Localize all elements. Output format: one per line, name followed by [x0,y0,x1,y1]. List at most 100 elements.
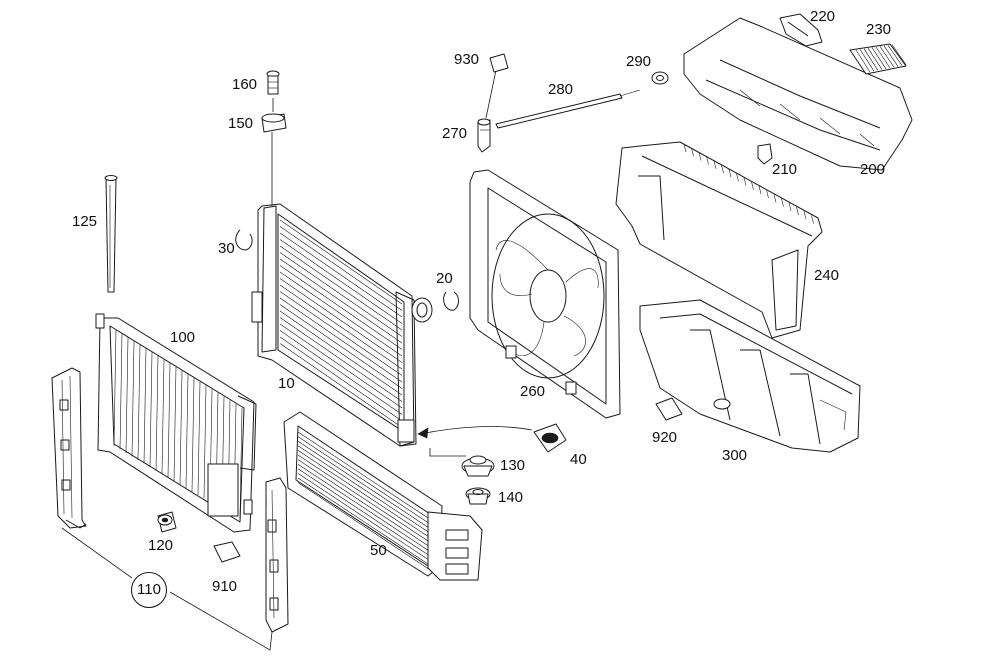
filter-rib [887,45,903,66]
air-guide-tooth [811,215,814,224]
part-910-tag [213,541,241,563]
aux-radiator-fin [297,450,429,537]
part-230-filter [849,43,907,75]
callout-125: 125 [72,213,98,230]
radiator-fin [279,317,403,402]
callout-220: 220 [810,8,836,25]
radiator-fin [279,219,403,305]
condenser-fin [119,333,123,450]
part-160-screw [266,70,280,112]
part-260-fan-shroud [469,169,621,419]
condenser-fin [143,348,147,464]
air-guide-tooth [758,185,762,195]
part-10-radiator [251,203,433,447]
condenser-fin [179,370,183,485]
condenser-fin [191,378,195,492]
condenser-fin [197,381,201,496]
filter-rib [879,46,895,68]
callout-930: 930 [454,51,480,68]
radiator-fin [279,245,403,331]
condenser-fin [113,329,117,447]
part-920-tag [655,397,683,421]
part-40-sensor [417,423,567,453]
aux-radiator-fin [297,463,429,551]
callout-50: 50 [370,542,387,559]
callout-260: 260 [520,383,546,400]
part-50-aux-radiator [283,411,483,581]
callout-240: 240 [814,267,840,284]
air-guide-tooth [691,148,694,157]
condenser-fin [155,355,159,471]
aux-radiator-fin [297,440,429,528]
aux-radiator-fin [297,459,429,546]
part-110-bracket-lines [61,527,273,651]
aux-radiator-fin [297,482,429,569]
radiator-fin [279,291,403,376]
radiator-fin [279,278,403,363]
air-guide-tooth [721,164,724,174]
air-guide-tooth [713,160,717,169]
callout-10: 10 [278,375,295,392]
air-guide-tooth [743,177,747,186]
condenser-fin [125,337,129,454]
part-240-air-guide [615,141,823,339]
air-guide-tooth [728,169,732,178]
radiator-fin [279,310,403,396]
part-100-condenser [95,313,257,533]
air-guide-tooth [736,173,739,182]
air-guide-tooth [751,181,754,190]
callout-910: 910 [212,578,238,595]
part-300-lower-guide [639,299,861,453]
filter-rib [855,49,871,73]
radiator-fin [279,265,403,350]
aux-radiator-fin [297,436,429,523]
radiator-fin [279,330,403,415]
callout-300: 300 [722,447,748,464]
air-guide-tooth [781,198,784,207]
callout-280: 280 [548,81,574,98]
callout-20: 20 [436,270,453,287]
condenser-fin [167,363,171,478]
air-guide-tooth [766,190,769,199]
aux-radiator-fin [297,431,429,519]
part-130-mount [461,455,495,477]
aux-radiator-fin [297,454,429,542]
part-120-fitting [157,511,177,533]
radiator-fin [279,297,403,383]
part-140-mount [465,487,491,505]
part-290-clamp [651,71,669,85]
aux-radiator-fin [297,468,429,556]
radiator-fin [279,252,403,337]
callout-150: 150 [228,115,254,132]
aux-radiator-fin [297,473,429,560]
filter-rib [871,47,887,69]
radiator-fin [279,323,403,409]
part-130-bracket-lines [429,448,466,457]
part-30-clip [235,229,253,251]
callout-270: 270 [442,125,468,142]
radiator-fin [279,343,403,428]
callout-230: 230 [866,21,892,38]
callout-100: 100 [170,329,196,346]
part-930-tag [489,53,509,73]
condenser-fin [161,359,165,475]
part-210-clip [757,143,773,165]
aux-radiator-fin [297,477,429,565]
part-280-cable [495,89,641,129]
air-guide-tooth [698,152,702,161]
callout-120: 120 [148,537,174,554]
callout-290: 290 [626,53,652,70]
air-guide-tooth [773,194,777,203]
air-guide-tooth [796,206,799,216]
part-125-rod [104,175,118,293]
air-guide-tooth [803,211,807,220]
callout-140: 140 [498,489,524,506]
part-110-right-rail [265,477,289,633]
condenser-fin [239,407,243,520]
radiator-fin [279,271,403,357]
part-110-left-rail [51,367,87,529]
callout-200: 200 [860,161,886,178]
condenser-fin [185,374,189,489]
